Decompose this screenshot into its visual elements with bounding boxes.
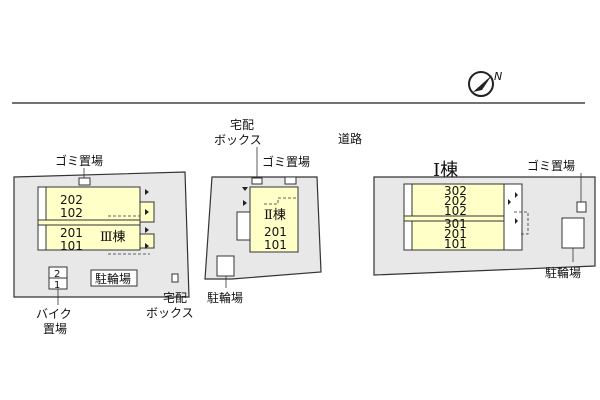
bike-slot-1: 1 <box>54 280 60 291</box>
delivery-box-b2 <box>251 177 263 185</box>
building-2 <box>236 186 299 253</box>
bike-slot-2: 2 <box>54 269 60 280</box>
building-1-name: Ⅰ棟 <box>433 160 458 181</box>
unit-b1-202: 202 <box>444 194 467 208</box>
unit-b3-202: 202 <box>60 193 83 207</box>
bicycle-parking-label-b1: 駐輪場 <box>545 265 581 280</box>
svg-text:N: N <box>494 70 502 83</box>
unit-b1-301: 301 <box>444 217 467 231</box>
bicycle-parking-b1 <box>561 217 585 249</box>
building-3 <box>37 186 155 255</box>
garbage-box-b1 <box>576 201 587 213</box>
garbage-label-b3: ゴミ置場 <box>55 153 103 168</box>
unit-b1-102: 102 <box>444 204 467 218</box>
delivery-box-b3 <box>171 273 179 283</box>
building-2-name: Ⅱ棟 <box>264 208 286 223</box>
building-3-name: Ⅲ棟 <box>100 230 126 245</box>
bicycle-parking-b2 <box>216 255 235 277</box>
bicycle-parking-label-b2: 駐輪場 <box>207 290 243 305</box>
garbage-label-b2: ゴミ置場 <box>262 154 310 169</box>
garbage-box-b3 <box>78 177 91 186</box>
unit-b1-302: 302 <box>444 184 467 198</box>
bicycle-parking-b3 <box>90 269 138 287</box>
unit-b3-102: 102 <box>60 206 83 220</box>
bike-parking-label-b3-line1: バイク <box>36 307 72 321</box>
garbage-box-b2 <box>284 176 297 185</box>
north-arrow-icon: N <box>468 70 502 97</box>
bicycle-parking-label-b3: 駐輪場 <box>95 271 131 286</box>
bike-parking-label-b3-line2: 置場 <box>43 322 67 336</box>
unit-b2-201: 201 <box>264 225 287 239</box>
unit-b3-101: 101 <box>60 239 83 253</box>
unit-b1-101: 101 <box>444 237 467 251</box>
delivery-box-label-b3-line1: 宅配 <box>163 290 187 305</box>
delivery-box-label-b3-line2: ボックス <box>146 306 194 320</box>
unit-b3-201: 201 <box>60 226 83 240</box>
road-label: 道路 <box>338 131 362 146</box>
garbage-label-b1: ゴミ置場 <box>527 158 575 173</box>
delivery-box-label-b2-line2: ボックス <box>214 133 262 147</box>
delivery-box-label-b2-line1: 宅配 <box>230 117 254 132</box>
building-1 <box>403 183 529 251</box>
unit-b2-101: 101 <box>264 238 287 252</box>
unit-b1-201: 201 <box>444 227 467 241</box>
